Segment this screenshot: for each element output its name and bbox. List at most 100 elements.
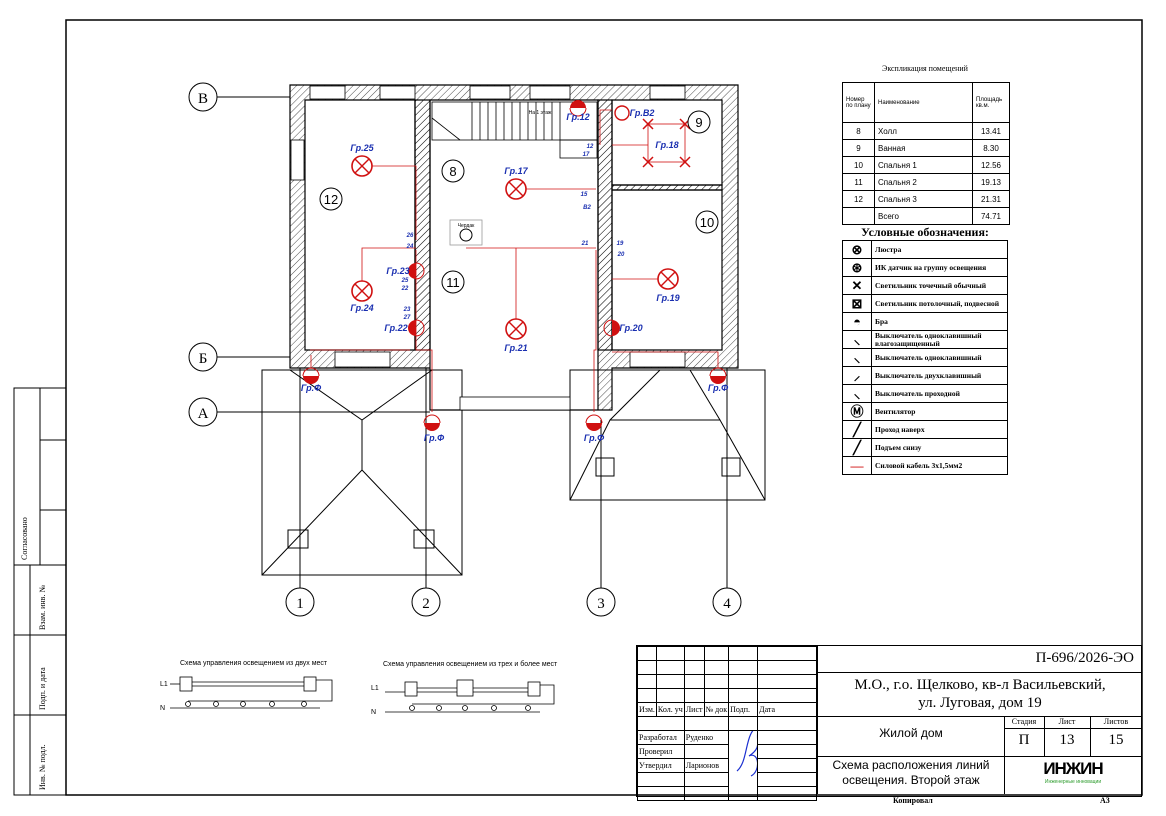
axis-label: 2 — [422, 596, 430, 612]
legend-label: ИК датчик на группу освещения — [871, 258, 1008, 277]
object-name: Жилой дом — [879, 726, 943, 740]
stairs — [431, 101, 598, 246]
table-header: Площадь кв.м. — [972, 82, 1010, 123]
sheets-header: Листов — [1103, 717, 1129, 726]
address-line: ул. Луговая, дом 19 — [918, 695, 1042, 711]
table-cell: Всего — [874, 207, 973, 225]
legend-table: ⊗Люстра⊛ИК датчик на группу освещения✕Св… — [842, 240, 1008, 475]
sconce-icon — [423, 414, 441, 432]
switch-pass-icon: ⸜ — [842, 384, 872, 403]
legend-item: ⸝Выключатель двухклавишный — [842, 366, 1008, 385]
side-label: Взам. инв. № — [38, 585, 47, 630]
table-cell: 13.41 — [972, 122, 1010, 140]
room-number: 11 — [446, 275, 460, 290]
porch-roofs — [261, 369, 766, 576]
switch-number: 12 — [587, 144, 594, 150]
room-number: 12 — [324, 192, 338, 207]
axis-label: 4 — [723, 596, 731, 612]
drawing-title: Схема расположения линий — [832, 758, 990, 772]
table-cell: Спальня 3 — [874, 190, 973, 208]
table-cell: 74.71 — [972, 207, 1010, 225]
legend-item: ⊗Люстра — [842, 240, 1008, 259]
switch-number: 26 — [406, 233, 414, 239]
side-label: Подп. и дата — [38, 667, 47, 710]
table-cell: 12.56 — [972, 156, 1010, 174]
legend-label: Бра — [871, 312, 1008, 331]
room-number: 10 — [700, 215, 714, 230]
switch-number: В2 — [583, 205, 591, 211]
switch-number: 27 — [403, 315, 411, 321]
legend-item: ⸜Выключатель одноклавишный влагозащищенн… — [842, 330, 1008, 349]
revision-header: Кол. уч — [655, 702, 685, 717]
legend-item: ✕Светильник точечный обычный — [842, 276, 1008, 295]
rise-from-below-icon: ╱ — [842, 438, 872, 457]
sconce-icon — [585, 414, 603, 432]
legend-item: ⊛ИК датчик на группу освещения — [842, 258, 1008, 277]
table-cell: 10 — [842, 156, 875, 174]
stage-value: П — [1018, 732, 1030, 748]
switch-number: 24 — [406, 244, 414, 250]
switch-number: 20 — [617, 252, 625, 258]
switch-single-icon: ⸜ — [842, 348, 872, 367]
legend-label: Выключатель одноклавишный влагозащищенны… — [871, 330, 1008, 349]
legend-item: —Силовой кабель 3х1,5мм2 — [842, 456, 1008, 475]
table-cell: 21.31 — [972, 190, 1010, 208]
revision-header: Подп. — [728, 702, 759, 717]
group-label: Гр.Ф — [424, 433, 444, 443]
group-label: Гр.22 — [384, 323, 407, 333]
scheme-title: Схема управления освещением из двух мест — [180, 660, 328, 667]
phase-label: L1 — [371, 685, 379, 692]
axis-markers — [188, 82, 742, 617]
switch-number: 22 — [401, 286, 409, 292]
cable-icon: — — [842, 456, 872, 475]
role-label: Проверил — [637, 744, 685, 759]
group-label: Гр.Ф — [301, 383, 321, 393]
legend-label: Светильник потолочный, подвесной — [871, 294, 1008, 313]
scheme-title: Схема управления освещением из трех и бо… — [383, 660, 558, 668]
person-name — [683, 744, 730, 759]
legend-label: Выключатель двухклавишный — [871, 366, 1008, 385]
neutral-label: N — [371, 709, 376, 716]
legend-item: ╱Проход наверх — [842, 420, 1008, 439]
legend-title: Условные обозначения: — [861, 225, 989, 239]
chandelier-icon — [351, 280, 373, 302]
switch-number: 21 — [581, 241, 589, 247]
legend-item: ◓Бра — [842, 312, 1008, 331]
stairs-label: На 1 этаж — [529, 110, 552, 116]
switch-double-icon: ⸝ — [842, 366, 872, 385]
group-label: Гр.В2 — [630, 108, 655, 118]
fan-icon — [614, 105, 630, 121]
sconce-icon: ◓ — [842, 312, 872, 331]
group-label: Гр.21 — [504, 343, 527, 353]
table-cell: Спальня 1 — [874, 156, 973, 174]
legend-label: Проход наверх — [871, 420, 1008, 439]
legend-item: ╱Подъем снизу — [842, 438, 1008, 457]
lighting-fixtures — [302, 99, 727, 432]
room-number: 9 — [695, 115, 702, 130]
explication-title: Экспликация помещений — [882, 64, 968, 73]
switch-number: 23 — [403, 307, 411, 313]
legend-label: Подъем снизу — [871, 438, 1008, 457]
legend-label: Силовой кабель 3х1,5мм2 — [871, 456, 1008, 475]
switch-number: 19 — [617, 241, 624, 247]
role-label: Утвердил — [637, 758, 685, 773]
group-label: Гр.17 — [504, 166, 528, 176]
walls — [289, 84, 739, 411]
group-label: Гр.12 — [566, 112, 589, 122]
role-label: Разработал — [637, 730, 685, 745]
legend-label: Люстра — [871, 240, 1008, 259]
chandelier-icon — [505, 178, 527, 200]
revision-header: № док — [703, 702, 730, 717]
group-label: Гр.Ф — [708, 383, 728, 393]
revision-header: Изм. — [637, 702, 657, 717]
legend-item: ⸜Выключатель одноклавишный — [842, 348, 1008, 367]
sheets-value: 15 — [1108, 732, 1124, 748]
axis-label: 3 — [597, 596, 605, 612]
chandelier-icon — [657, 268, 679, 290]
